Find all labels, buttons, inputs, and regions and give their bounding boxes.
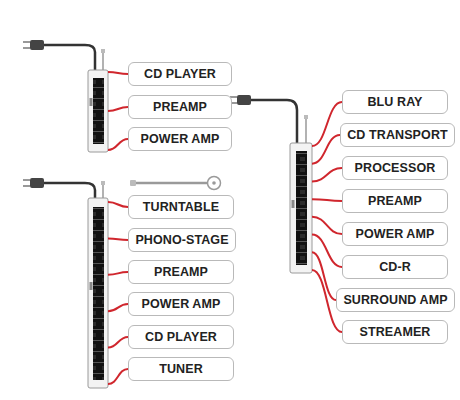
device-box: POWER AMP [128,292,234,316]
power-cable [108,107,128,111]
device-label: PREAMP [154,265,208,279]
device-box: CD-R [342,255,448,279]
device-box: BLU RAY [342,90,448,114]
power-cable [108,238,128,240]
power-cable [108,202,128,207]
power-cable [312,102,342,146]
device-label: BLU RAY [367,95,422,109]
device-label: POWER AMP [142,297,221,311]
device-box: POWER AMP [128,127,232,151]
device-label: PROCESSOR [355,161,436,175]
power-cable [108,272,128,275]
power-cable [312,217,342,234]
device-label: CD-R [379,260,411,274]
power-cable [312,135,340,164]
device-label: PREAMP [368,194,422,208]
device-label: CD PLAYER [144,67,216,81]
device-label: PHONO-STAGE [135,233,228,247]
device-box: PHONO-STAGE [128,228,236,252]
device-box: POWER AMP [342,222,448,246]
device-label: TURNTABLE [143,200,219,214]
device-box: PROCESSOR [342,156,448,180]
device-label: POWER AMP [356,227,435,241]
device-box: CD PLAYER [128,325,234,349]
device-label: POWER AMP [141,132,220,146]
device-box: SURROUND AMP [336,288,455,312]
device-box: STREAMER [342,320,448,344]
device-label: CD PLAYER [145,330,217,344]
power-strip [23,178,108,388]
device-label: STREAMER [360,325,431,339]
power-cable [108,337,128,348]
tonearm-icon [130,177,221,190]
device-label: PREAMP [153,100,207,114]
device-box: CD TRANSPORT [340,123,455,147]
power-cable [312,199,342,201]
power-cable [108,369,128,384]
device-box: PREAMP [128,95,232,119]
power-cable [108,304,128,311]
power-strip [230,95,312,273]
device-label: SURROUND AMP [343,293,447,307]
device-label: TUNER [159,362,203,376]
power-strip [23,40,108,152]
power-cable [108,139,128,150]
device-box: TUNER [128,357,234,381]
power-cable [312,168,342,181]
power-cable [108,72,128,74]
device-box: PREAMP [128,260,234,284]
device-box: PREAMP [342,189,448,213]
power-cable [312,235,342,267]
device-box: CD PLAYER [128,62,232,86]
device-label: CD TRANSPORT [347,128,448,142]
device-box: TURNTABLE [128,195,234,219]
